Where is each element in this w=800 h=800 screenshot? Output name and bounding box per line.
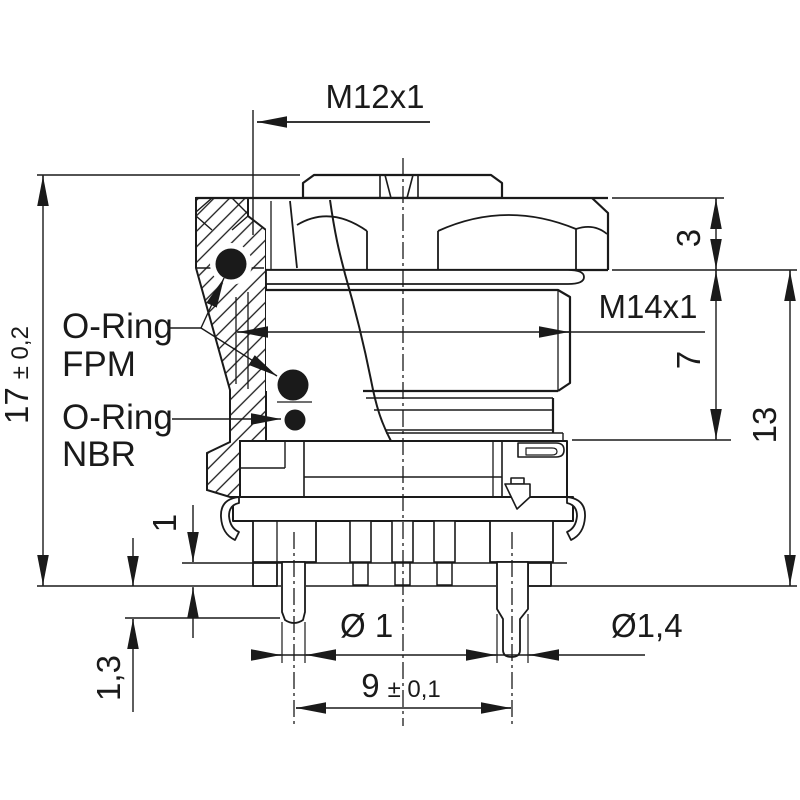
dim-1-label: 1: [146, 514, 183, 532]
label-oring-nbr-2: NBR: [62, 435, 136, 474]
left-column: [252, 520, 317, 563]
left-hook: [220, 496, 240, 541]
dimension-lines: [37, 110, 797, 714]
thread-engagement-lines: [235, 292, 249, 389]
hex-facet-arcs: [296, 214, 608, 270]
dim-9-label: 9± 0,1: [361, 667, 441, 704]
left-foot: [252, 562, 278, 587]
right-hook: [566, 496, 586, 541]
label-m12x1: M12x1: [325, 78, 424, 115]
label-oring-nbr-1: O-Ring: [62, 398, 173, 437]
label-m14x1: M14x1: [598, 288, 697, 325]
dim-3-label: 3: [670, 229, 707, 247]
right-column: [489, 520, 554, 563]
dim-dia1-label: Ø 1: [340, 607, 393, 644]
o-ring-fpm-dot: [215, 248, 247, 280]
label-oring-fpm-1: O-Ring: [62, 307, 173, 346]
washer-lip: [265, 269, 585, 285]
panel-chamfer-lines: [195, 197, 249, 231]
label-oring-fpm-2: FPM: [62, 345, 136, 384]
dim-13-label: 13: [746, 407, 783, 444]
dim-1-3-label: 1,3: [90, 655, 127, 701]
keyway-slot: [379, 174, 419, 199]
dim-17-label: 17± 0,2: [0, 326, 35, 424]
o-ring-fpm-dot2: [277, 369, 309, 401]
right-foot: [527, 562, 552, 587]
rivet: [504, 483, 531, 510]
o-rings: [215, 248, 309, 431]
dim-dia14-label: Ø1,4: [611, 607, 683, 644]
side-clip: [517, 442, 565, 458]
labels: M12x1 M14x1 O-Ring FPM O-Ring NBR 17± 0,…: [0, 78, 783, 704]
dim-7-label: 7: [670, 351, 707, 369]
centerlines: [293, 158, 513, 726]
o-ring-nbr-dot: [284, 409, 306, 431]
body-curve: [329, 199, 392, 442]
